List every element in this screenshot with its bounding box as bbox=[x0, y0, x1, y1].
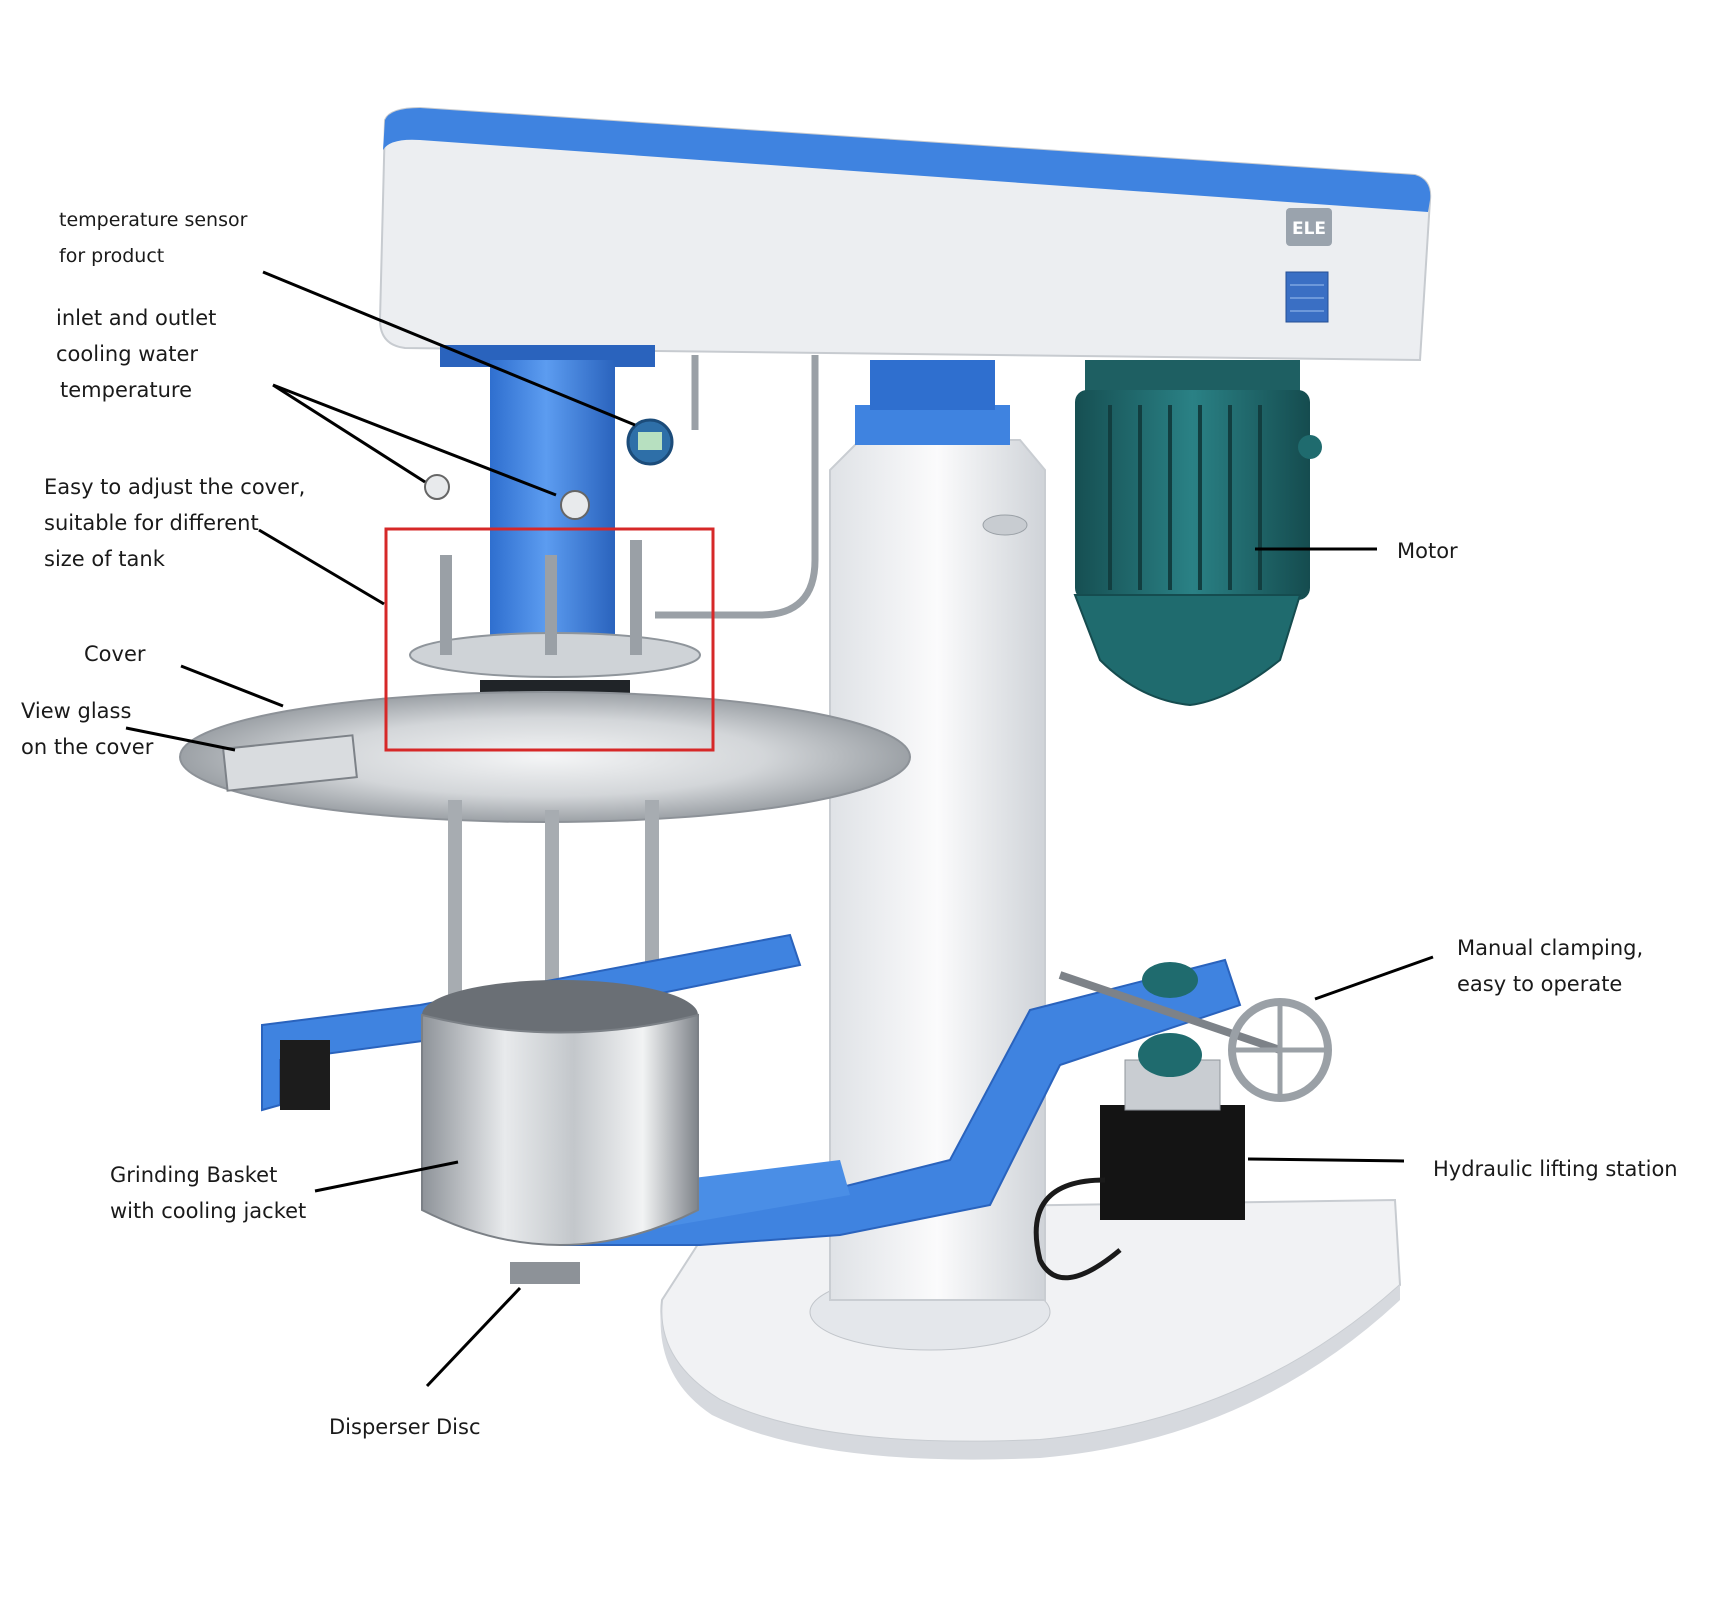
label-motor: Motor bbox=[1397, 539, 1458, 563]
label-grinding-basket: Grinding Basket with cooling jacket bbox=[110, 1163, 307, 1223]
label-manual-clamping: Manual clamping, easy to operate bbox=[1457, 936, 1644, 996]
hydraulic-station bbox=[1033, 1033, 1245, 1281]
leader-disperser-disc bbox=[425, 1286, 522, 1388]
label-view-glass: View glass on the cover bbox=[21, 699, 154, 759]
grinding-basket bbox=[421, 980, 699, 1284]
motor bbox=[1073, 360, 1322, 707]
leader-temp-sensor bbox=[262, 270, 636, 427]
label-hydraulic-lifting-station: Hydraulic lifting station bbox=[1433, 1157, 1678, 1181]
cover-adjust-highlight bbox=[384, 527, 715, 752]
leader-lines bbox=[125, 270, 1434, 1388]
label-temperature-sensor: temperature sensor for product bbox=[59, 209, 248, 267]
cooling-hose bbox=[655, 355, 819, 619]
brand-plate: ELE bbox=[1292, 219, 1326, 239]
leader-manual-clamping bbox=[1314, 955, 1434, 1001]
top-arm: ELE bbox=[378, 106, 1432, 362]
label-disperser-disc: Disperser Disc bbox=[329, 1415, 481, 1439]
label-adjust-cover: Easy to adjust the cover, suitable for d… bbox=[44, 475, 306, 571]
leader-hydraulic bbox=[1247, 1157, 1405, 1163]
cover-disc bbox=[179, 691, 911, 823]
label-cover: Cover bbox=[84, 642, 146, 666]
lower-frame-arms bbox=[261, 933, 1242, 1246]
leader-cover bbox=[180, 664, 284, 708]
hand-wheel bbox=[1058, 962, 1332, 1102]
leader-cooling-water-2 bbox=[272, 383, 557, 497]
label-cooling-water: inlet and outlet cooling water temperatu… bbox=[56, 306, 217, 402]
leader-cooling-water-1 bbox=[272, 383, 426, 484]
leader-view-glass bbox=[125, 726, 236, 752]
leader-grinding-basket bbox=[314, 1160, 459, 1193]
leader-adjust-cover bbox=[258, 528, 385, 606]
